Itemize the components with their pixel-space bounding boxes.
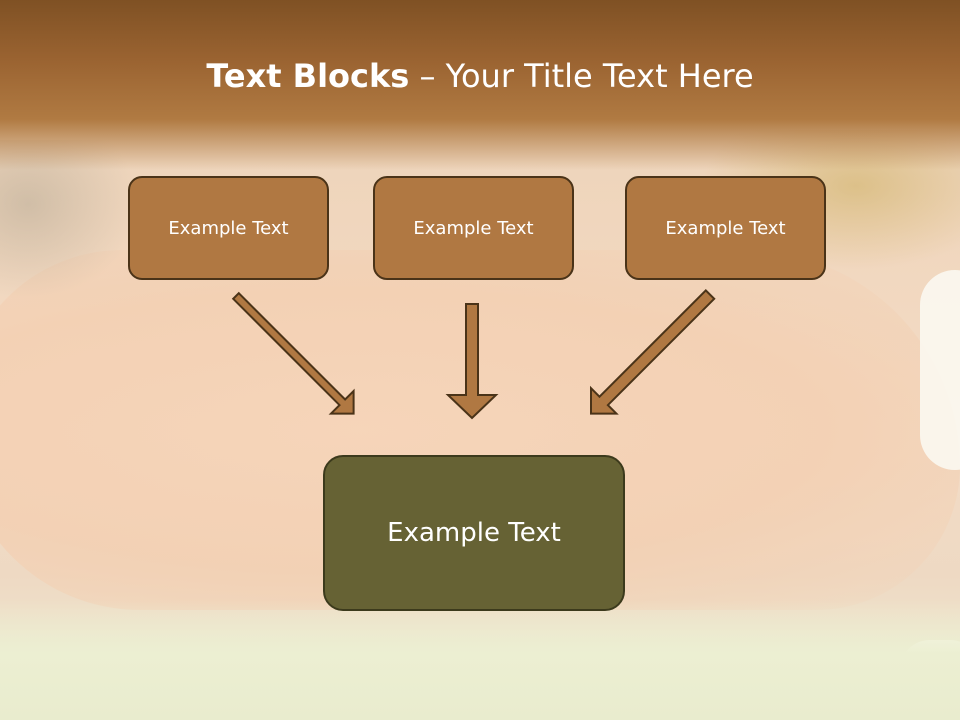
text-block-left[interactable]: Example Text [128,176,329,280]
title-dash: – [409,57,446,95]
arrow-down-right-icon[interactable] [231,291,355,415]
background-bed [0,600,960,720]
text-block-right-label: Example Text [665,217,786,239]
text-block-center[interactable]: Example Text [373,176,574,280]
title-rest: Your Title Text Here [445,57,754,95]
arrow-down-icon[interactable] [445,303,499,420]
text-block-right[interactable]: Example Text [625,176,826,280]
title-bold: Text Blocks [206,57,410,95]
arrow-down-left-icon[interactable] [590,288,716,415]
text-block-center-label: Example Text [413,217,534,239]
header-band [0,0,960,170]
text-block-main-label: Example Text [387,518,561,548]
text-block-left-label: Example Text [168,217,289,239]
text-block-main[interactable]: Example Text [323,455,625,611]
slide-title[interactable]: Text Blocks – Your Title Text Here [0,52,960,100]
background-towel [920,270,960,470]
